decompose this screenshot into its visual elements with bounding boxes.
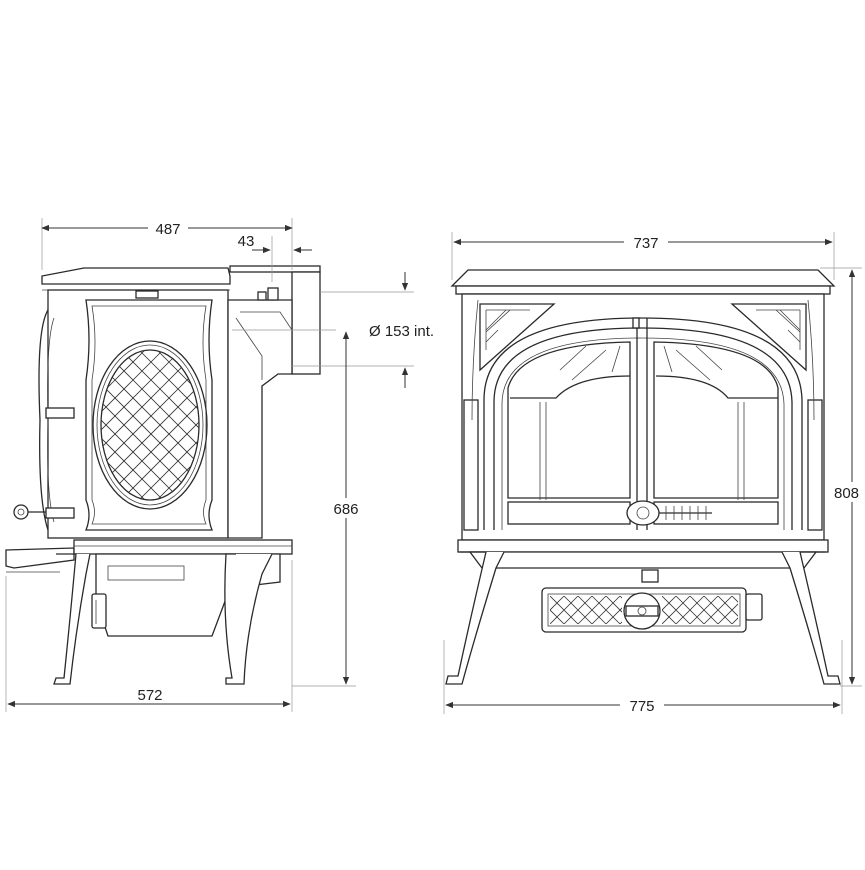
side-view	[5, 265, 321, 685]
front-top-width-label: 737	[633, 235, 658, 252]
front-door-handle-icon	[626, 500, 660, 526]
side-body	[47, 289, 229, 539]
side-front-leg	[53, 553, 91, 685]
front-right-glass	[653, 341, 779, 499]
flue-diameter-label: Ø 153 int.	[369, 323, 434, 340]
flue-offset-label: 43	[238, 233, 255, 250]
front-left-leg	[445, 551, 505, 685]
side-depth-label: 487	[155, 221, 180, 238]
side-flue-collar	[229, 265, 321, 273]
side-ash-lip	[5, 547, 75, 569]
side-top-plate	[41, 267, 231, 285]
side-dimensions: 487 43 Ø 153 int. 686 572	[5, 218, 434, 712]
front-body	[461, 293, 825, 541]
front-base-band	[457, 539, 829, 553]
side-base-band	[73, 539, 293, 555]
front-height-label: 808	[834, 485, 859, 502]
side-total-depth-label: 572	[137, 687, 162, 704]
side-ash-handle-icon	[91, 593, 107, 629]
side-flue-pipe	[291, 271, 321, 375]
front-left-corner-lattice	[479, 303, 556, 372]
front-right-corner-lattice	[730, 303, 807, 372]
side-oval-frame	[92, 340, 208, 510]
side-rear-leg	[224, 553, 273, 685]
front-dimensions: 737 808 775	[443, 232, 864, 715]
front-total-width-label: 775	[629, 698, 654, 715]
flue-height-label: 686	[333, 501, 358, 518]
side-panel	[85, 299, 213, 531]
front-view	[445, 269, 841, 685]
front-right-leg	[781, 551, 841, 685]
side-rear-box	[227, 299, 293, 539]
side-door-knob-icon	[13, 504, 29, 520]
front-door-arch	[483, 317, 803, 530]
front-left-glass	[507, 341, 631, 499]
side-door-profile	[38, 309, 49, 531]
front-top-plate	[450, 269, 836, 287]
